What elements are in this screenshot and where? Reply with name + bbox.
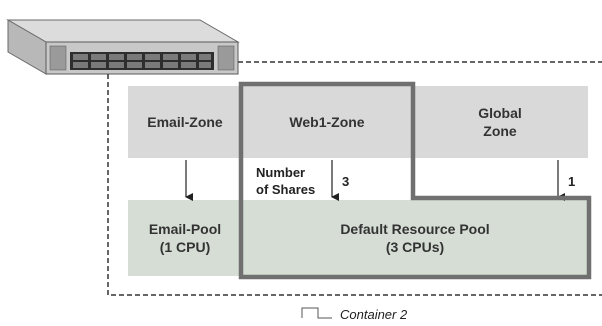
global-zone: Global Zone — [412, 86, 588, 158]
shares-label: Number of Shares — [256, 165, 316, 197]
email-zone: Email-Zone — [128, 86, 242, 158]
web1-zone: Web1-Zone — [242, 86, 412, 158]
legend-label: Container 2 — [340, 307, 408, 322]
default-resource-pool: Default Resource Pool (3 CPUs) — [242, 200, 588, 276]
web1-shares-value: 3 — [342, 174, 350, 189]
container-1-outline — [238, 81, 592, 280]
global-shares-value: 1 — [568, 174, 576, 189]
email-pool: Email-Pool (1 CPU) — [128, 200, 242, 276]
